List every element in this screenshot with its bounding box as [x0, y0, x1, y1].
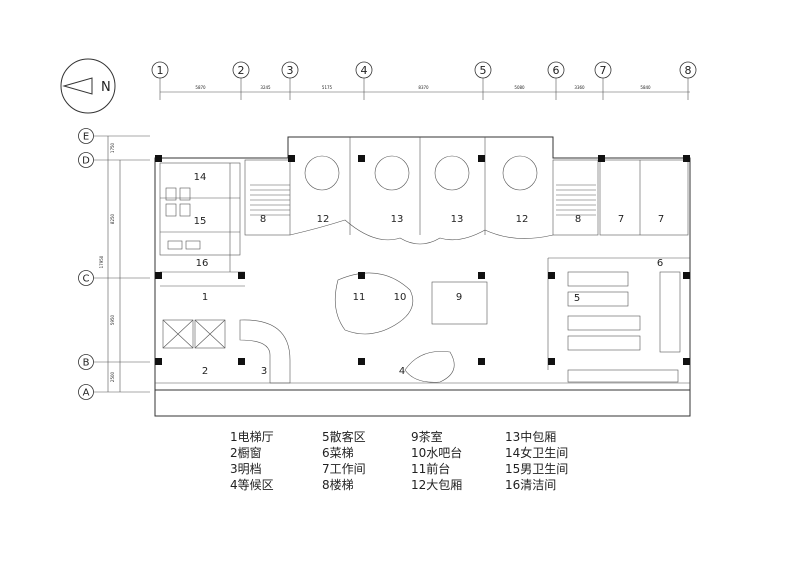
- grid-column-label: 3: [287, 64, 294, 77]
- room-number-label: 12: [317, 214, 330, 225]
- room-number-label: 7: [618, 214, 624, 225]
- north-label: N: [101, 80, 111, 95]
- legend-item: 5散客区: [322, 430, 366, 444]
- legend-item: 16清洁间: [505, 478, 557, 492]
- room-number-label: 15: [194, 216, 207, 227]
- north-arrow: N: [60, 58, 116, 114]
- room-number-label: 8: [575, 214, 581, 225]
- room-number-label: 5: [574, 293, 580, 304]
- grid-column-label: 5: [480, 64, 487, 77]
- column-dimension: 5175: [322, 85, 333, 90]
- room-number-label: 13: [451, 214, 464, 225]
- grid-row-label: C: [83, 274, 90, 285]
- structural-columns: [155, 155, 690, 365]
- row-dimension: 5950: [110, 314, 115, 325]
- room-number-label: 9: [456, 292, 462, 303]
- column-dimension: 8370: [418, 85, 429, 90]
- legend-item: 10水吧台: [411, 446, 463, 460]
- grid-column-label: 1: [157, 64, 164, 77]
- grid-column-label: 2: [238, 64, 245, 77]
- room-number-label: 13: [391, 214, 404, 225]
- column-dimension: 5870: [195, 85, 206, 90]
- grid-row-label: E: [83, 132, 89, 143]
- grid-row-label: D: [82, 156, 90, 167]
- legend-item: 3明档: [230, 462, 262, 476]
- legend-item: 7工作间: [322, 462, 366, 476]
- room-number-label: 4: [399, 366, 405, 377]
- legend-item: 4等候区: [230, 478, 274, 492]
- room-number-label: 14: [194, 172, 207, 183]
- legend-item: 14女卫生间: [505, 446, 569, 460]
- room-number-label: 12: [516, 214, 529, 225]
- legend-item: 2橱窗: [230, 446, 262, 460]
- legend-item: 11前台: [411, 462, 451, 476]
- building-walls: [154, 136, 691, 417]
- room-number-label: 2: [202, 366, 208, 377]
- legend-item: 9茶室: [411, 430, 443, 444]
- column-dimension: 5840: [640, 85, 651, 90]
- legend-item: 6菜梯: [322, 446, 354, 460]
- row-dimension: 1750: [110, 142, 115, 153]
- row-dimension: 8250: [110, 213, 115, 224]
- left-dimension-line: E D C B A 1750 8250 5950 2500 17950: [78, 128, 150, 400]
- grid-column-label: 4: [361, 64, 368, 77]
- legend-item: 1电梯厅: [230, 430, 274, 444]
- grid-column-label: 8: [685, 64, 692, 77]
- room-number-label: 3: [261, 366, 267, 377]
- column-dimension: 3245: [260, 85, 271, 90]
- legend-item: 12大包厢: [411, 478, 463, 492]
- column-dimension: 3360: [574, 85, 585, 90]
- room-number-label: 16: [196, 258, 209, 269]
- legend-item: 8楼梯: [322, 478, 354, 492]
- room-number-label: 10: [394, 292, 407, 303]
- room-number-label: 7: [658, 214, 664, 225]
- legend-item: 13中包厢: [505, 430, 557, 444]
- grid-column-label: 6: [553, 64, 560, 77]
- top-dimension-line: 1 2 3 4 5 6 7 8 5870 3245 5175 8370 5080 3360 5840: [151, 61, 697, 100]
- room-number-label: 1: [202, 292, 208, 303]
- legend-item: 15男卫生间: [505, 462, 569, 476]
- grid-row-label: A: [83, 388, 90, 399]
- room-number-label: 6: [657, 258, 663, 269]
- row-dimension: 2500: [110, 371, 115, 382]
- room-number-label: 8: [260, 214, 266, 225]
- column-dimension: 5080: [514, 85, 525, 90]
- row-total-dimension: 17950: [99, 255, 104, 268]
- grid-row-label: B: [83, 358, 90, 369]
- room-number-label: 11: [353, 292, 366, 303]
- grid-column-label: 7: [600, 64, 607, 77]
